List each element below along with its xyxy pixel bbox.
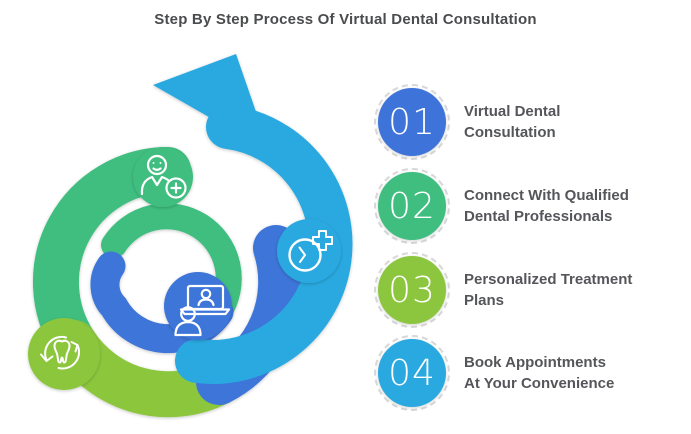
step-label: Virtual Dental Consultation [464,101,560,143]
step-badge-ring [374,252,450,328]
video-consultation-icon [174,284,231,337]
step-label: Book Appointments At Your Convenience [464,352,614,394]
step-item-3: 03 Personalized Treatment Plans [374,252,632,328]
step-item-4: 04 Book Appointments At Your Convenience [374,335,614,411]
step-number: 04 [388,352,436,394]
step-label-line2: Consultation [464,124,556,141]
step-label: Connect With Qualified Dental Profession… [464,185,629,227]
cycle-arrow-head [153,54,270,152]
step-number-badge: 04 [378,339,446,407]
tooth-care-cycle-icon [40,335,81,370]
step-label-line2: Plans [464,292,505,309]
step-number: 03 [388,269,436,311]
step-badge-ring [374,168,450,244]
step-number: 01 [388,101,436,143]
inner-ring-green [101,203,242,325]
step-number-badge: 01 [378,88,446,156]
step-label: Personalized Treatment Plans [464,269,632,311]
step-label-line1: Connect With Qualified [464,187,629,204]
patient-add-icon [140,154,187,199]
step-label-line1: Virtual Dental [464,103,561,120]
tooth-cycle-blob [28,318,100,390]
step-number-badge: 03 [378,256,446,324]
clock-plus-blob [277,219,341,283]
step-label-line1: Book Appointments [464,354,606,371]
video-consultation-blob [164,272,232,340]
step-label-line2: At Your Convenience [464,375,615,392]
step-number-badge: 02 [378,172,446,240]
step-item-2: 02 Connect With Qualified Dental Profess… [374,168,629,244]
step-item-1: 01 Virtual Dental Consultation [374,84,560,160]
step-badge-ring [374,335,450,411]
step-number: 02 [388,185,436,227]
step-label-line1: Personalized Treatment [464,271,633,288]
step-badge-ring [374,84,450,160]
clock-plus-icon [288,230,333,272]
page-title: Step By Step Process Of Virtual Dental C… [154,11,537,28]
step-label-line2: Dental Professionals [464,208,613,225]
